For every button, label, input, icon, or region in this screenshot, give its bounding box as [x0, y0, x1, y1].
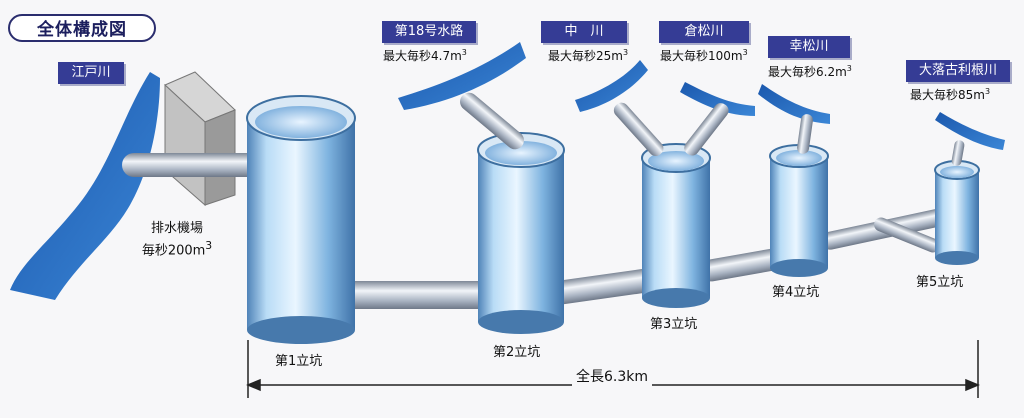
total-length-label: 全長6.3km [572, 366, 653, 386]
pump-station [164, 71, 236, 207]
inflow-pipe-18-gouro [460, 92, 524, 150]
page-title: 全体構成図 [8, 14, 156, 42]
shaft-label-4: 第4立坑 [772, 285, 820, 300]
river-label-koumatsugawa: 幸松川 [768, 36, 850, 58]
flow-kuramatsugawa: 最大毎秒100m3 [660, 48, 748, 63]
river-18-gouro [398, 42, 526, 110]
shaft-label-5: 第5立坑 [916, 275, 964, 290]
river-label-edogawa: 江戸川 [58, 62, 124, 84]
shaft-1 [246, 95, 356, 344]
pump-station-flow-unit: 3 [205, 239, 213, 252]
flow-koumatsugawa: 最大毎秒6.2m3 [768, 64, 852, 79]
pump-station-flow: 毎秒200m [141, 243, 206, 259]
pump-station-label: 排水機場 毎秒200m3 [132, 220, 222, 259]
shaft-label-3: 第3立坑 [650, 317, 698, 332]
intake-pipe [122, 153, 262, 177]
edogawa-river [10, 72, 160, 300]
tunnel-pipe-branch [874, 217, 940, 253]
tunnel-pipe-1-2 [320, 281, 495, 309]
shaft-2 [477, 132, 565, 334]
shaft-5 [934, 160, 980, 265]
inflow-pipe-koumatsugawa [797, 114, 813, 154]
shaft-4 [769, 144, 829, 277]
inflow-pipe-ootoshifurutone [951, 140, 965, 166]
shaft-3 [641, 143, 711, 308]
flow-ootoshifurutone: 最大毎秒85m3 [910, 87, 991, 102]
river-ootoshifurutone [935, 112, 1005, 150]
inflow-pipe-nakagawa [613, 102, 664, 156]
river-nakagawa [575, 60, 648, 112]
tunnel-pipe-2-3 [545, 269, 655, 305]
river-label-kuramatsugawa: 倉松川 [659, 21, 749, 43]
river-label-nakagawa: 中 川 [541, 21, 627, 43]
shaft-label-1: 第1立坑 [275, 354, 323, 369]
river-kuramatsugawa [680, 82, 755, 116]
flow-nakagawa: 最大毎秒25m3 [548, 48, 629, 63]
river-label-ootoshifurutone: 大落古利根川 [906, 60, 1010, 82]
river-label-18-gouro: 第18号水路 [382, 21, 476, 43]
river-koumatsugawa [758, 84, 830, 124]
shaft-label-2: 第2立坑 [493, 345, 541, 360]
pump-station-name: 排水機場 [150, 221, 203, 236]
tunnel-pipe-3-4 [700, 248, 785, 282]
flow-18-gouro: 最大毎秒4.7m3 [383, 48, 467, 63]
inflow-pipe-kuramatsugawa [684, 103, 729, 156]
